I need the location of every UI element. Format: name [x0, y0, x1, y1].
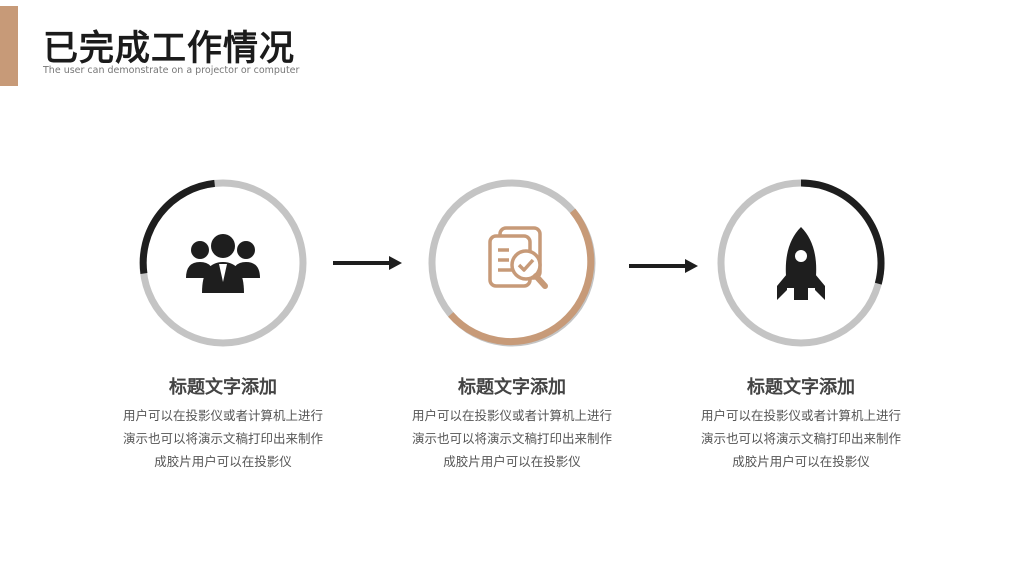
step-description-line: 成胶片用户可以在投影仪 — [732, 454, 870, 469]
step-description-line: 用户可以在投影仪或者计算机上进行 — [412, 408, 613, 423]
arrow-right-icon — [629, 259, 698, 273]
step-description-line: 成胶片用户可以在投影仪 — [443, 454, 581, 469]
page-subtitle: The user can demonstrate on a projector … — [43, 65, 300, 76]
progress-ring-1 — [139, 179, 307, 347]
team-icon — [186, 234, 260, 293]
step-2: 标题文字添加 用户可以在投影仪或者计算机上进行 演示也可以将演示文稿打印出来制作… — [412, 178, 612, 478]
step-description-line: 成胶片用户可以在投影仪 — [154, 454, 292, 469]
step-description-line: 演示也可以将演示文稿打印出来制作 — [701, 431, 902, 446]
step-3: 标题文字添加 用户可以在投影仪或者计算机上进行 演示也可以将演示文稿打印出来制作… — [701, 178, 901, 478]
step-description-line: 演示也可以将演示文稿打印出来制作 — [412, 431, 613, 446]
step-description-line: 演示也可以将演示文稿打印出来制作 — [123, 431, 324, 446]
rocket-icon — [777, 227, 825, 300]
step-title: 标题文字添加 — [458, 377, 566, 398]
document-search-icon — [488, 226, 548, 289]
step-description: 用户可以在投影仪或者计算机上进行 演示也可以将演示文稿打印出来制作 成胶片用户可… — [701, 404, 901, 473]
progress-ring-2 — [428, 179, 596, 347]
step-title: 标题文字添加 — [169, 377, 277, 398]
progress-ring-3 — [717, 179, 885, 347]
step-description: 用户可以在投影仪或者计算机上进行 演示也可以将演示文稿打印出来制作 成胶片用户可… — [123, 404, 323, 473]
step-1: 标题文字添加 用户可以在投影仪或者计算机上进行 演示也可以将演示文稿打印出来制作… — [123, 178, 323, 478]
arrow-right-icon — [333, 256, 402, 270]
step-description-line: 用户可以在投影仪或者计算机上进行 — [701, 408, 902, 423]
step-title: 标题文字添加 — [747, 377, 855, 398]
accent-bar — [0, 6, 18, 86]
page-title: 已完成工作情况 — [43, 29, 296, 69]
step-description-line: 用户可以在投影仪或者计算机上进行 — [123, 408, 324, 423]
step-description: 用户可以在投影仪或者计算机上进行 演示也可以将演示文稿打印出来制作 成胶片用户可… — [412, 404, 612, 473]
